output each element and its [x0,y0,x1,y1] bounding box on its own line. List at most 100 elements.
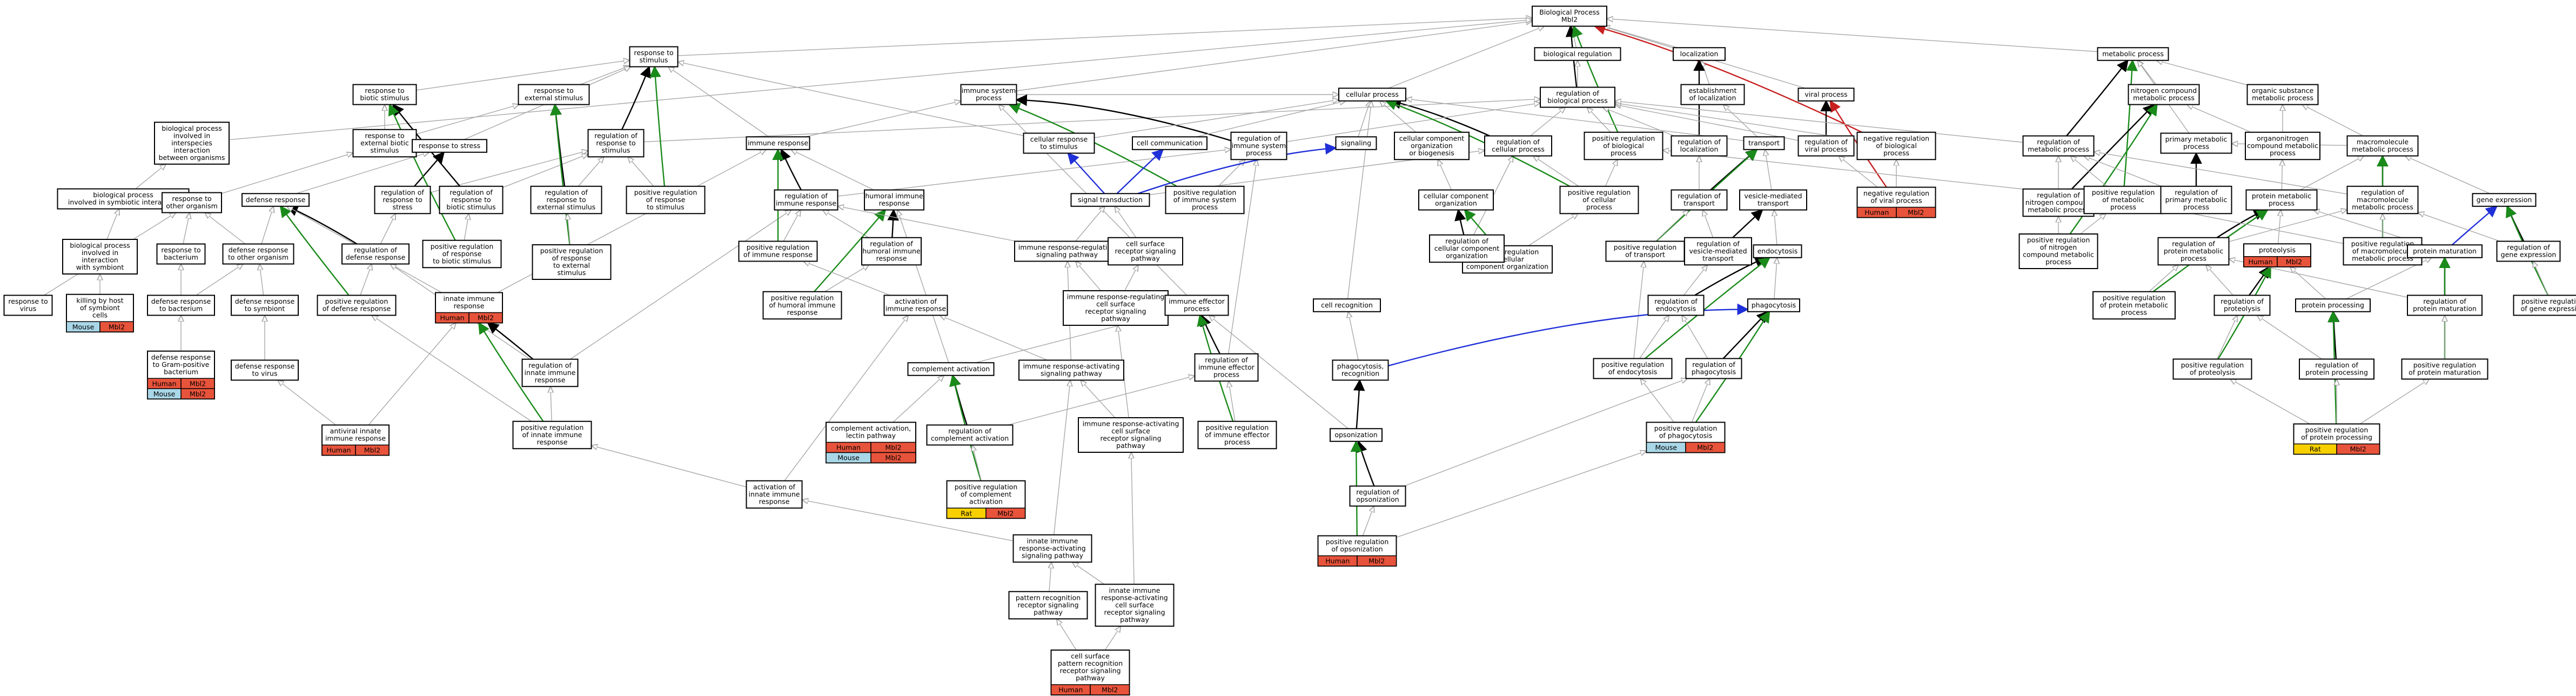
go-term-box [222,243,294,265]
is-a-edge [278,380,337,426]
go-term-label: of metabolic [2102,196,2144,204]
is-a-edge [1683,265,1707,296]
is-a-edge [1774,258,1777,299]
negatively-regulates-edge [1593,23,1862,133]
go-term-box [1671,135,1728,157]
go-term-label: pathway [1116,441,1145,450]
is-a-edge [2533,262,2549,296]
go-term-label: innate immune [444,295,495,303]
go-term-label: process [2181,254,2206,262]
go-term-label: to virus [252,370,278,378]
go-term-label: organonitrogen [2257,134,2309,142]
go-term-node: signaling [1335,136,1377,150]
is-a-edge [360,264,372,296]
go-term-label: stress [393,203,413,211]
go-term-box [156,243,206,265]
go-term-label: involved in [173,131,210,139]
go-term-label: response [787,308,818,316]
is-a-edge [1774,210,1777,245]
positively-regulates-edge [478,322,544,422]
go-term-label: compound metabolic [2247,142,2318,150]
go-term-label: regulation of [1804,138,1848,146]
is-a-edge [229,19,1532,140]
go-term-box [352,129,417,158]
go-term-label: component organization [1466,262,1548,270]
go-term-box [2245,189,2318,211]
go-term-label: response to [161,246,200,254]
go-term-label: bacterium [164,253,198,262]
positively-regulates-edge [388,103,456,241]
go-term-label: regulation of [1445,237,1488,245]
go-term-label: stimulus [602,146,630,154]
go-term-label: immune response [325,434,386,443]
is-a-edge [1615,101,2023,143]
go-term-box [1313,298,1381,312]
go-term-label: process [2110,203,2136,211]
go-term-label: endocytosis [1757,247,1798,255]
go-term-label: to bacterium [159,305,203,313]
go-term-box [1534,47,1621,61]
go-term-label: positive regulation [431,242,494,250]
go-term-label: regulation of [2361,188,2404,196]
go-term-box [960,84,1017,105]
go-term-node: transport [1743,136,1785,150]
go-term-label: response [537,438,568,446]
is-a-edge [1076,262,1102,291]
go-term-label: positive regulation [2521,297,2576,305]
go-term-box [2407,244,2483,258]
go-term-box [1532,5,1607,27]
go-term-label: regulation of [2221,297,2264,305]
is-a-edge [972,445,982,481]
is-a-edge [106,209,119,240]
go-term-label: of protein processing [2301,433,2372,441]
go-term-label: of immune effector [1205,431,1270,439]
go-term-box [2092,291,2176,320]
go-term-box [2213,295,2271,316]
go-term-label: of protein metabolic [2100,301,2168,309]
is-a-edge [1072,562,1105,585]
go-term-label: stimulus [558,269,586,277]
go-term-box [1095,584,1175,627]
go-term-box [1540,86,1615,108]
badge-label: Mbl2 [885,444,901,452]
is-a-edge [205,213,246,245]
badge-label: Human [326,446,351,454]
go-term-label: immune response [748,139,808,147]
go-term-node: cell recognition [1313,298,1381,312]
go-term-label: of humoral immune [769,301,836,309]
go-term-label: positive regulation [2181,361,2244,369]
go-term-label: to external [553,262,590,270]
go-term-label: of localization [1689,94,1736,102]
is-a-edge [261,206,273,244]
go-term-box [374,185,431,215]
go-term-label: viral process [1804,90,1847,98]
go-term-label: recognition [1341,370,1379,378]
go-term-label: response [454,302,485,310]
go-term-label: protein metabolic [2252,192,2311,200]
go-term-label: process [2121,308,2147,316]
regulates-edge [1116,149,1164,195]
go-term-box [907,362,995,376]
is-a-edge [823,210,869,238]
go-term-label: signaling [1341,139,1371,147]
